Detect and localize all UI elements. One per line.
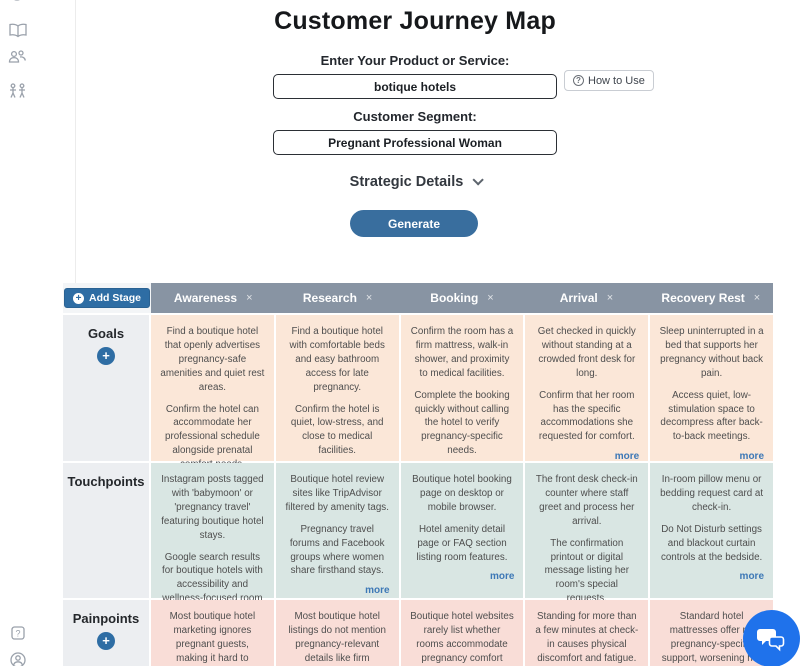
remove-stage-icon[interactable]: ×	[487, 292, 494, 304]
stage-header-booking[interactable]: Booking ×	[430, 291, 494, 305]
row-label-touchpoints: Touchpoints	[63, 463, 149, 598]
stage-header-row: + Add Stage Awareness × Research × Booki…	[63, 283, 773, 313]
add-stage-button[interactable]: + Add Stage	[64, 288, 150, 308]
remove-stage-icon[interactable]: ×	[246, 292, 253, 304]
add-stage-cell: + Add Stage	[63, 283, 151, 313]
stage-header-arrival[interactable]: Arrival ×	[559, 291, 614, 305]
more-link[interactable]: more	[614, 451, 640, 463]
cell-goals-recovery-rest: Sleep uninterrupted in a bed that suppor…	[650, 315, 773, 463]
help-icon[interactable]: ?	[8, 626, 28, 642]
how-to-use-button[interactable]: ? How to Use	[564, 70, 654, 91]
chevron-down-icon	[472, 174, 485, 186]
strategic-details-label: Strategic Details	[349, 174, 464, 190]
stage-header-awareness[interactable]: Awareness ×	[173, 291, 253, 305]
generate-button[interactable]: Generate	[350, 210, 478, 237]
cell-touchpoints-arrival: The front desk check-in counter where st…	[525, 463, 649, 624]
chat-widget-button[interactable]	[743, 610, 800, 666]
svg-text:?: ?	[15, 629, 20, 639]
account-icon[interactable]	[8, 652, 28, 666]
how-to-use-label: How to Use	[588, 74, 645, 87]
product-label: Enter Your Product or Service:	[320, 53, 510, 68]
remove-stage-icon[interactable]: ×	[606, 292, 614, 304]
strategic-details-toggle[interactable]: Strategic Details	[273, 174, 557, 190]
add-painpoint-button[interactable]: +	[97, 632, 115, 650]
more-link[interactable]: more	[489, 571, 515, 583]
remove-stage-icon[interactable]: ×	[365, 292, 373, 304]
remove-stage-icon[interactable]: ×	[753, 292, 761, 304]
cell-goals-booking: Confirm the room has a firm mattress, wa…	[400, 315, 524, 476]
cell-painpoints-research: Most boutique hotel listings do not ment…	[275, 600, 399, 666]
row-label-painpoints: Painpoints +	[63, 600, 149, 666]
group-icon[interactable]	[8, 49, 28, 65]
cell-painpoints-awareness: Most boutique hotel marketing ignores pr…	[151, 600, 274, 666]
more-link[interactable]: more	[739, 571, 764, 583]
journey-table-body: Goals + Find a boutique hotel that openl…	[63, 315, 773, 666]
logo-partial-icon[interactable]	[8, 0, 28, 6]
cell-goals-research: Find a boutique hotel with comfortable b…	[275, 315, 399, 476]
people-pair-icon[interactable]	[8, 83, 28, 99]
stage-header-bar: Awareness × Research × Booking × Arrival…	[151, 283, 773, 313]
cell-painpoints-booking: Boutique hotel websites rarely list whet…	[400, 600, 524, 666]
more-link[interactable]: more	[739, 451, 764, 463]
cell-touchpoints-recovery-rest: In-room pillow menu or bedding request c…	[650, 463, 773, 598]
add-stage-label: Add Stage	[89, 292, 141, 304]
stage-header-recovery-rest[interactable]: Recovery Rest ×	[661, 291, 761, 305]
cell-goals-arrival: Get checked in quickly without standing …	[525, 315, 649, 463]
more-link[interactable]: more	[365, 585, 390, 597]
plus-circle-icon: +	[73, 292, 85, 304]
cell-touchpoints-awareness: Instagram posts tagged with 'babymoon' o…	[151, 463, 274, 638]
add-goal-button[interactable]: +	[97, 347, 115, 365]
row-label-goals: Goals +	[63, 315, 149, 461]
journey-table: + Add Stage Awareness × Research × Booki…	[63, 283, 773, 666]
chat-bubbles-icon	[756, 628, 784, 651]
question-circle-icon: ?	[573, 75, 584, 86]
cell-goals-awareness: Find a boutique hotel that openly advert…	[151, 315, 274, 490]
stage-header-research[interactable]: Research ×	[302, 291, 373, 305]
page-title: Customer Journey Map	[274, 7, 556, 35]
book-open-icon[interactable]	[8, 23, 28, 39]
segment-input[interactable]	[273, 130, 557, 155]
cell-touchpoints-booking: Boutique hotel booking page on desktop o…	[400, 463, 524, 598]
cell-touchpoints-research: Boutique hotel review sites like TripAdv…	[275, 463, 399, 598]
cell-painpoints-arrival: Standing for more than a few minutes at …	[525, 600, 649, 666]
segment-label: Customer Segment:	[353, 109, 477, 124]
product-input[interactable]	[273, 74, 557, 99]
